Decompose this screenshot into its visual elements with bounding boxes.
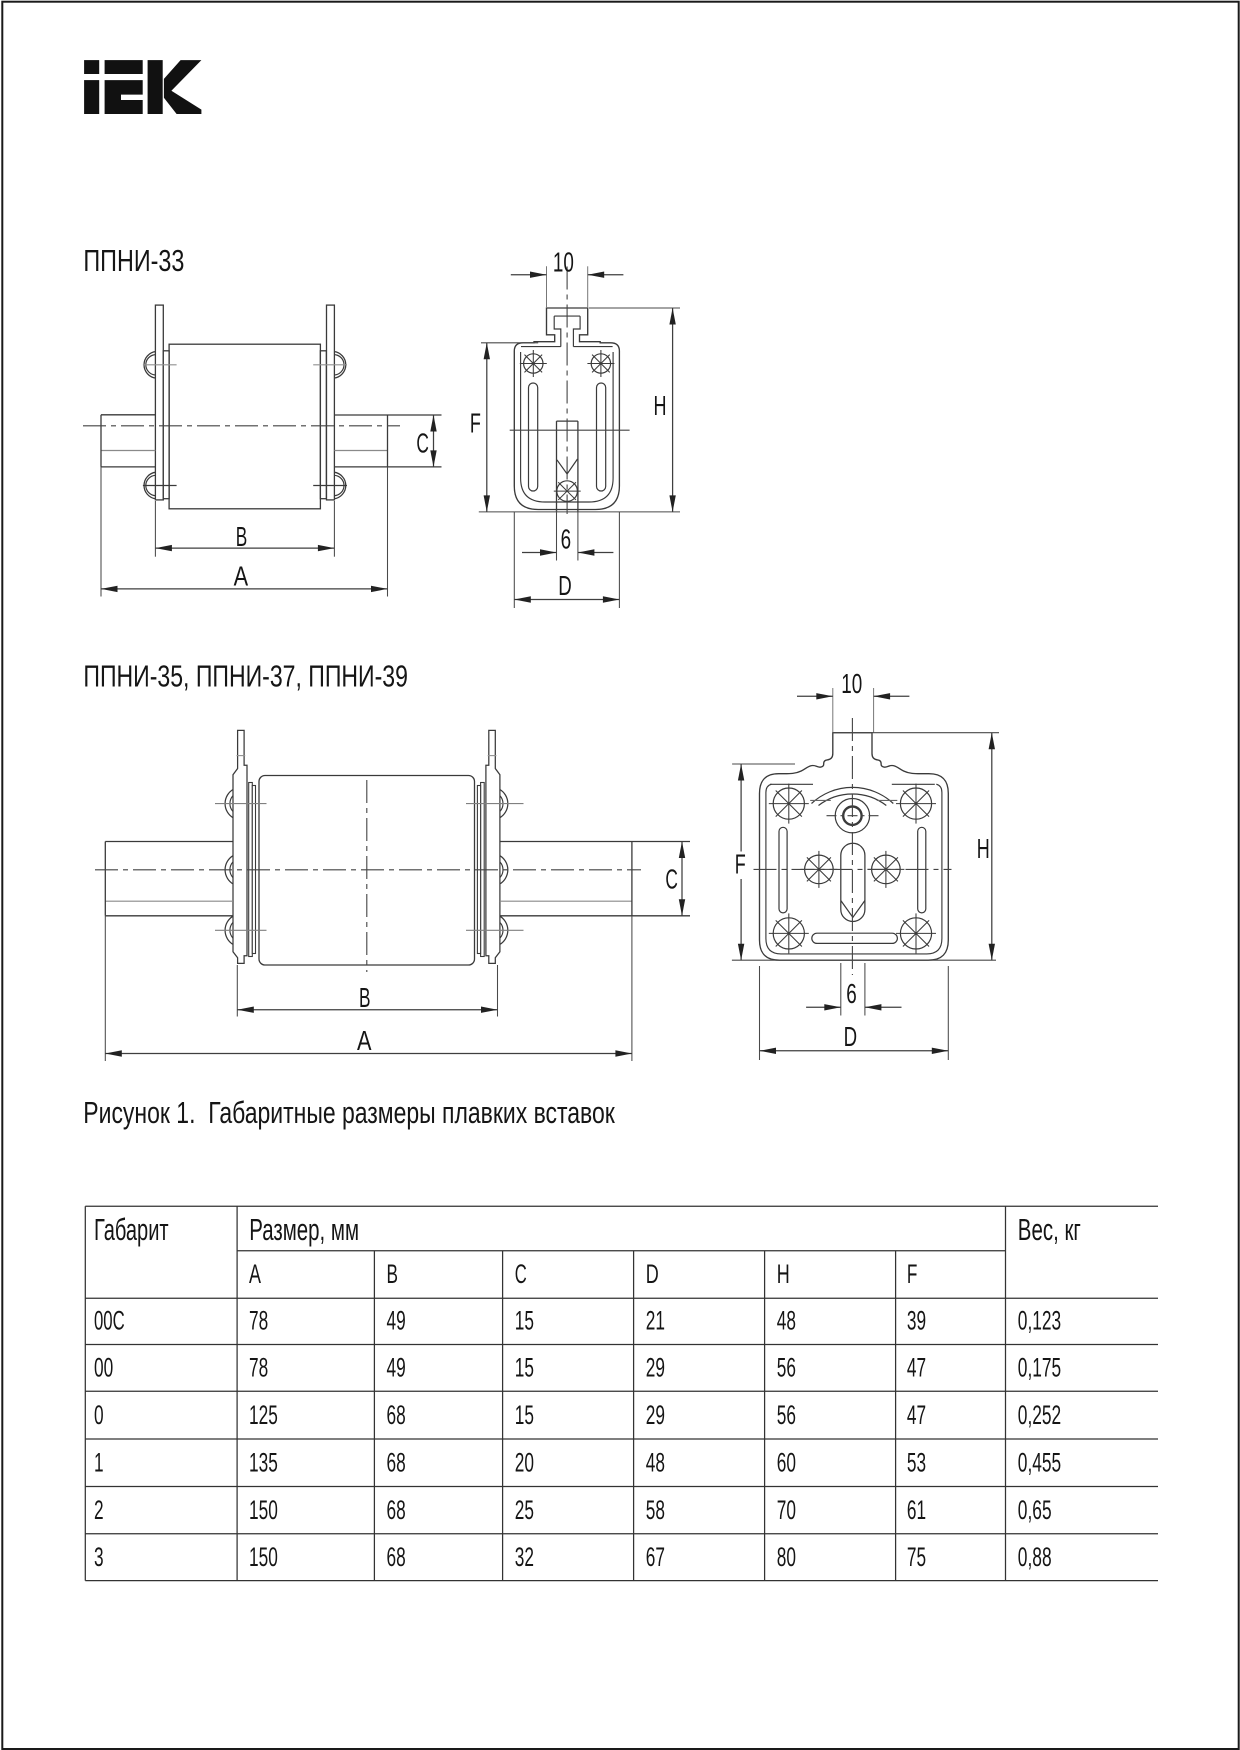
svg-text:Н: Н (777, 1259, 790, 1289)
svg-text:6: 6 (846, 978, 857, 1009)
svg-text:49: 49 (387, 1353, 406, 1383)
svg-text:3: 3 (94, 1542, 104, 1572)
svg-text:56: 56 (777, 1353, 796, 1383)
svg-text:B: B (236, 521, 248, 552)
svg-text:70: 70 (777, 1495, 796, 1525)
svg-text:H: H (977, 833, 990, 864)
svg-text:56: 56 (777, 1400, 796, 1430)
svg-text:29: 29 (646, 1353, 665, 1383)
svg-text:29: 29 (646, 1400, 665, 1430)
svg-text:H: H (654, 390, 667, 421)
svg-text:6: 6 (561, 523, 572, 554)
svg-text:A: A (234, 561, 249, 592)
svg-text:D: D (844, 1021, 858, 1052)
svg-text:Вес, кг: Вес, кг (1018, 1212, 1081, 1247)
svg-text:48: 48 (777, 1306, 796, 1336)
svg-text:0,65: 0,65 (1018, 1495, 1052, 1525)
svg-text:68: 68 (387, 1448, 406, 1478)
svg-text:C: C (416, 428, 429, 459)
svg-text:D: D (646, 1259, 659, 1289)
svg-text:78: 78 (249, 1353, 268, 1383)
svg-text:00С: 00С (94, 1306, 125, 1336)
svg-text:C: C (665, 863, 678, 894)
svg-text:0,175: 0,175 (1018, 1353, 1061, 1383)
svg-text:Размер, мм: Размер, мм (249, 1212, 359, 1247)
svg-text:20: 20 (515, 1448, 534, 1478)
svg-text:80: 80 (777, 1542, 796, 1572)
svg-text:15: 15 (515, 1353, 534, 1383)
svg-text:10: 10 (841, 668, 862, 699)
svg-text:68: 68 (387, 1542, 406, 1572)
svg-text:60: 60 (777, 1448, 796, 1478)
svg-text:A: A (357, 1025, 372, 1056)
svg-text:1: 1 (94, 1448, 104, 1478)
svg-text:Рисунок 1. Габаритные размеры: Рисунок 1. Габаритные размеры плавких вс… (83, 1096, 615, 1130)
svg-text:61: 61 (907, 1495, 926, 1525)
svg-text:С: С (515, 1259, 527, 1289)
svg-text:78: 78 (249, 1306, 268, 1336)
svg-text:15: 15 (515, 1306, 534, 1336)
svg-text:0,123: 0,123 (1018, 1306, 1061, 1336)
svg-text:32: 32 (515, 1542, 534, 1572)
svg-text:0,252: 0,252 (1018, 1400, 1061, 1430)
svg-text:А: А (249, 1259, 261, 1289)
svg-text:F: F (907, 1259, 918, 1289)
svg-text:10: 10 (553, 247, 574, 278)
svg-text:39: 39 (907, 1306, 926, 1336)
svg-text:135: 135 (249, 1448, 278, 1478)
svg-text:21: 21 (646, 1306, 665, 1336)
svg-text:Габарит: Габарит (94, 1212, 169, 1247)
svg-text:F: F (470, 408, 481, 439)
svg-text:150: 150 (249, 1495, 278, 1525)
svg-text:2: 2 (94, 1495, 104, 1525)
svg-text:48: 48 (646, 1448, 665, 1478)
svg-text:53: 53 (907, 1448, 926, 1478)
svg-text:ППНИ-33: ППНИ-33 (83, 244, 184, 278)
svg-text:0,455: 0,455 (1018, 1448, 1061, 1478)
svg-text:0,88: 0,88 (1018, 1542, 1052, 1572)
svg-text:D: D (558, 570, 572, 601)
svg-text:75: 75 (907, 1542, 926, 1572)
svg-text:47: 47 (907, 1353, 926, 1383)
svg-text:67: 67 (646, 1542, 665, 1572)
svg-text:00: 00 (94, 1353, 113, 1383)
svg-text:0: 0 (94, 1400, 104, 1430)
svg-text:47: 47 (907, 1400, 926, 1430)
svg-text:58: 58 (646, 1495, 665, 1525)
svg-text:В: В (387, 1259, 399, 1289)
svg-text:68: 68 (387, 1400, 406, 1430)
svg-text:49: 49 (387, 1306, 406, 1336)
svg-text:150: 150 (249, 1542, 278, 1572)
svg-text:125: 125 (249, 1400, 278, 1430)
svg-text:15: 15 (515, 1400, 534, 1430)
svg-text:ППНИ-35, ППНИ-37, ППНИ-39: ППНИ-35, ППНИ-37, ППНИ-39 (83, 660, 408, 694)
svg-text:F: F (735, 849, 746, 880)
svg-text:B: B (359, 982, 371, 1013)
svg-text:25: 25 (515, 1495, 534, 1525)
svg-text:68: 68 (387, 1495, 406, 1525)
